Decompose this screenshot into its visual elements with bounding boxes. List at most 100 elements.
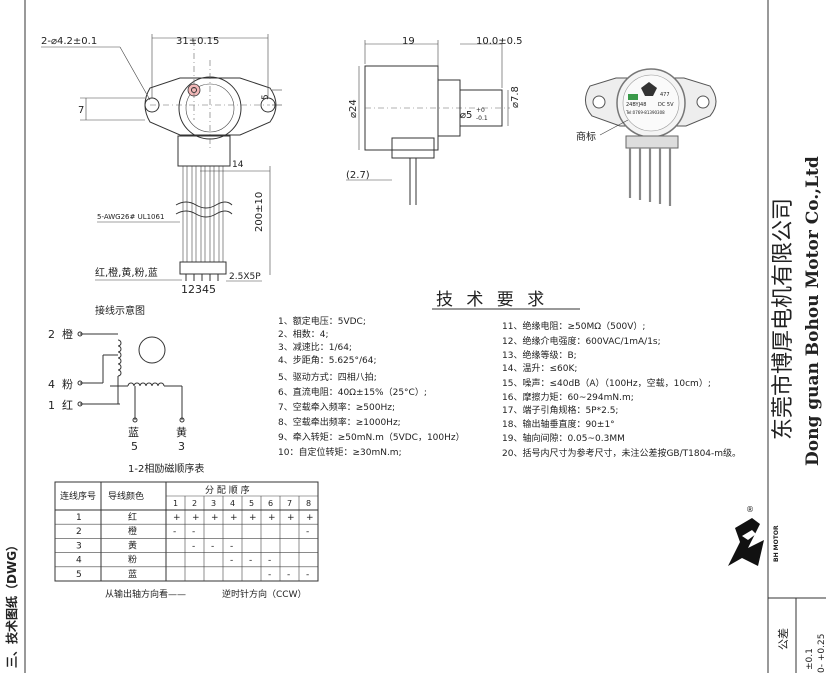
step-cell: -: [306, 527, 309, 537]
bh-motor-logo: BH MOTOR ®: [728, 505, 780, 566]
wiring-diagram: 接线示意图 2 橙 4 粉 1 红 蓝 5 黄 3: [48, 304, 187, 453]
step-cell: -: [287, 570, 290, 580]
spec-item: 3、减速比：1/64;: [278, 341, 352, 353]
step-cell: -: [230, 541, 233, 551]
logo-text: BH MOTOR: [773, 525, 780, 562]
step-header: 5: [249, 499, 254, 508]
wire-num-5: 5: [131, 440, 138, 453]
side-shaft: [459, 89, 503, 127]
spec-item: 15、噪声：≤40dB（A）（100Hz，空载，10cm）;: [502, 377, 711, 389]
spec-item: 13、绝缘等级：B;: [502, 349, 577, 361]
tolerance-label: 公差: [776, 628, 790, 650]
rotor-circle: [138, 336, 166, 364]
trademark-label: 商标: [576, 130, 596, 143]
row-color: 蓝: [128, 568, 137, 580]
motor-voltage-text: DC 5V: [658, 102, 674, 108]
spec-item: 6、直流电阻：40Ω±15%（25°C）;: [278, 386, 427, 398]
pin-numbers-label: 12345: [181, 283, 216, 296]
specs-right-list: 11、绝缘电阻：≥50MΩ（500V）; 12、绝缘介电强度：600VAC/1m…: [502, 320, 741, 459]
step-header: 2: [192, 499, 197, 508]
dim-pitch-label: 2.5X5P: [229, 272, 261, 282]
step-cell: -: [173, 527, 176, 537]
step-header: 6: [268, 499, 273, 508]
specs-left-list: 1、额定电压：5VDC; 2、相数：4; 3、减速比：1/64; 4、步距角：5…: [278, 315, 465, 458]
step-cell: -: [192, 527, 195, 537]
dim-14-label: 14: [232, 160, 244, 170]
step-cell: -: [192, 541, 195, 551]
table-footer-left: 从输出轴方向看——: [105, 588, 186, 600]
motor-lot-text: 477: [660, 92, 670, 98]
step-cell: +: [173, 513, 181, 523]
row-color: 粉: [128, 554, 137, 566]
side-view: 19 10.0±0.5 ⌀24 ⌀7.8 ⌀5 +0 -0.1 (2.7): [346, 36, 523, 205]
wire-num-4: 4: [48, 378, 55, 391]
dim-7-8-label: ⌀7.8: [510, 86, 521, 108]
tol-top: +0: [476, 107, 485, 114]
spec-item: 19、轴向间隙：0.05~0.3MM: [502, 432, 625, 444]
step-cell: -: [249, 556, 252, 566]
dim-19-label: 19: [402, 36, 415, 47]
step-cell: -: [268, 570, 271, 580]
spec-item: 14、温升：≤60K;: [502, 363, 577, 374]
wire-housing: [177, 135, 231, 167]
row-number: 2: [76, 527, 82, 537]
sequence-title: 1-2相励磁顺序表: [128, 462, 204, 475]
row-number: 1: [76, 513, 82, 523]
wiring-title: 接线示意图: [95, 304, 145, 317]
wire-num-3: 3: [178, 440, 185, 453]
row-number: 3: [76, 541, 82, 551]
spec-item: 9、牵入转矩：≥50mN.m（5VDC，100Hz）: [278, 431, 465, 443]
tech-requirements-title: 技 术 要 求: [436, 290, 548, 310]
dim-holes-label: 2-⌀4.2±0.1: [41, 36, 97, 47]
company-name-cn: 东莞市博厚电机有限公司: [771, 198, 796, 440]
registered-mark: ®: [746, 505, 754, 514]
head-seq: 连线序号: [60, 490, 96, 502]
section-label: 三、技术图纸（DWG）: [4, 539, 19, 668]
spec-item: 4、步距角：5.625°/64;: [278, 354, 377, 366]
step-cell: +: [287, 513, 295, 523]
spec-item: 5、驱动方式：四相八拍;: [278, 371, 377, 383]
wire-label-blue: 蓝: [128, 426, 139, 439]
step-cell: -: [306, 570, 309, 580]
dim-10-label: 10.0±0.5: [476, 36, 523, 47]
dim-200-label: 200±10: [254, 192, 265, 232]
wire-spec-label: 5-AWG26# UL1061: [97, 213, 164, 221]
step-cell: -: [211, 541, 214, 551]
tolerance-value-2: 0- +0.25: [817, 634, 826, 673]
dim-31-label: 31±0.15: [176, 36, 219, 47]
wire-label-yellow: 黄: [176, 425, 187, 439]
step-header: 3: [211, 499, 216, 508]
side-body: [364, 65, 439, 151]
spec-item: 17、端子引角规格：5P*2.5;: [502, 404, 618, 416]
step-header: 4: [230, 499, 235, 508]
wire-num-2: 2: [48, 328, 55, 341]
spec-item: 1、额定电压：5VDC;: [278, 315, 366, 327]
tolerance-value-1: ±0.1: [805, 648, 815, 670]
wire-label-red: 红: [62, 399, 73, 412]
wire-colors-label: 红,橙,黄,粉,蓝: [95, 266, 158, 279]
row-number: 5: [76, 570, 82, 580]
spec-item: 18、输出轴垂直度：90±1°: [502, 418, 615, 430]
step-cell: +: [211, 513, 219, 523]
motor-tel-text: Tel:0769-81390308: [625, 110, 665, 115]
step-cell: +: [306, 513, 314, 523]
front-view: 31±0.15 2-⌀4.2±0.1 7 5 14 200±10 5-AWG26…: [41, 34, 282, 296]
table-footer-right: 逆时针方向（CCW）: [222, 588, 306, 600]
spec-item: 20、括号内尺寸为参考尺寸，未注公差按GB/T1804-m级。: [502, 447, 741, 459]
step-cell: +: [268, 513, 276, 523]
dim-24-label: ⌀24: [348, 99, 359, 118]
wire-label-pink: 粉: [62, 378, 73, 391]
step-header: 8: [306, 499, 311, 508]
motor-photo-view: 24BYJ48 DC 5V Tel:0769-81390308 477 商标: [576, 68, 717, 206]
company-name-en: Dong guan Bohou Motor Co.,Ltd: [803, 156, 823, 466]
row-color: 红: [128, 511, 137, 523]
spec-item: 7、空载牵入频率：≥500Hz;: [278, 401, 395, 413]
wire-num-1: 1: [48, 399, 55, 412]
step-cell: +: [192, 513, 200, 523]
step-header: 7: [287, 499, 292, 508]
step-cell: +: [249, 513, 257, 523]
head-dist: 分 配 顺 序: [205, 484, 250, 496]
spec-item: 11、绝缘电阻：≥50MΩ（500V）;: [502, 320, 645, 332]
spec-item: 12、绝缘介电强度：600VAC/1mA/1s;: [502, 335, 661, 347]
